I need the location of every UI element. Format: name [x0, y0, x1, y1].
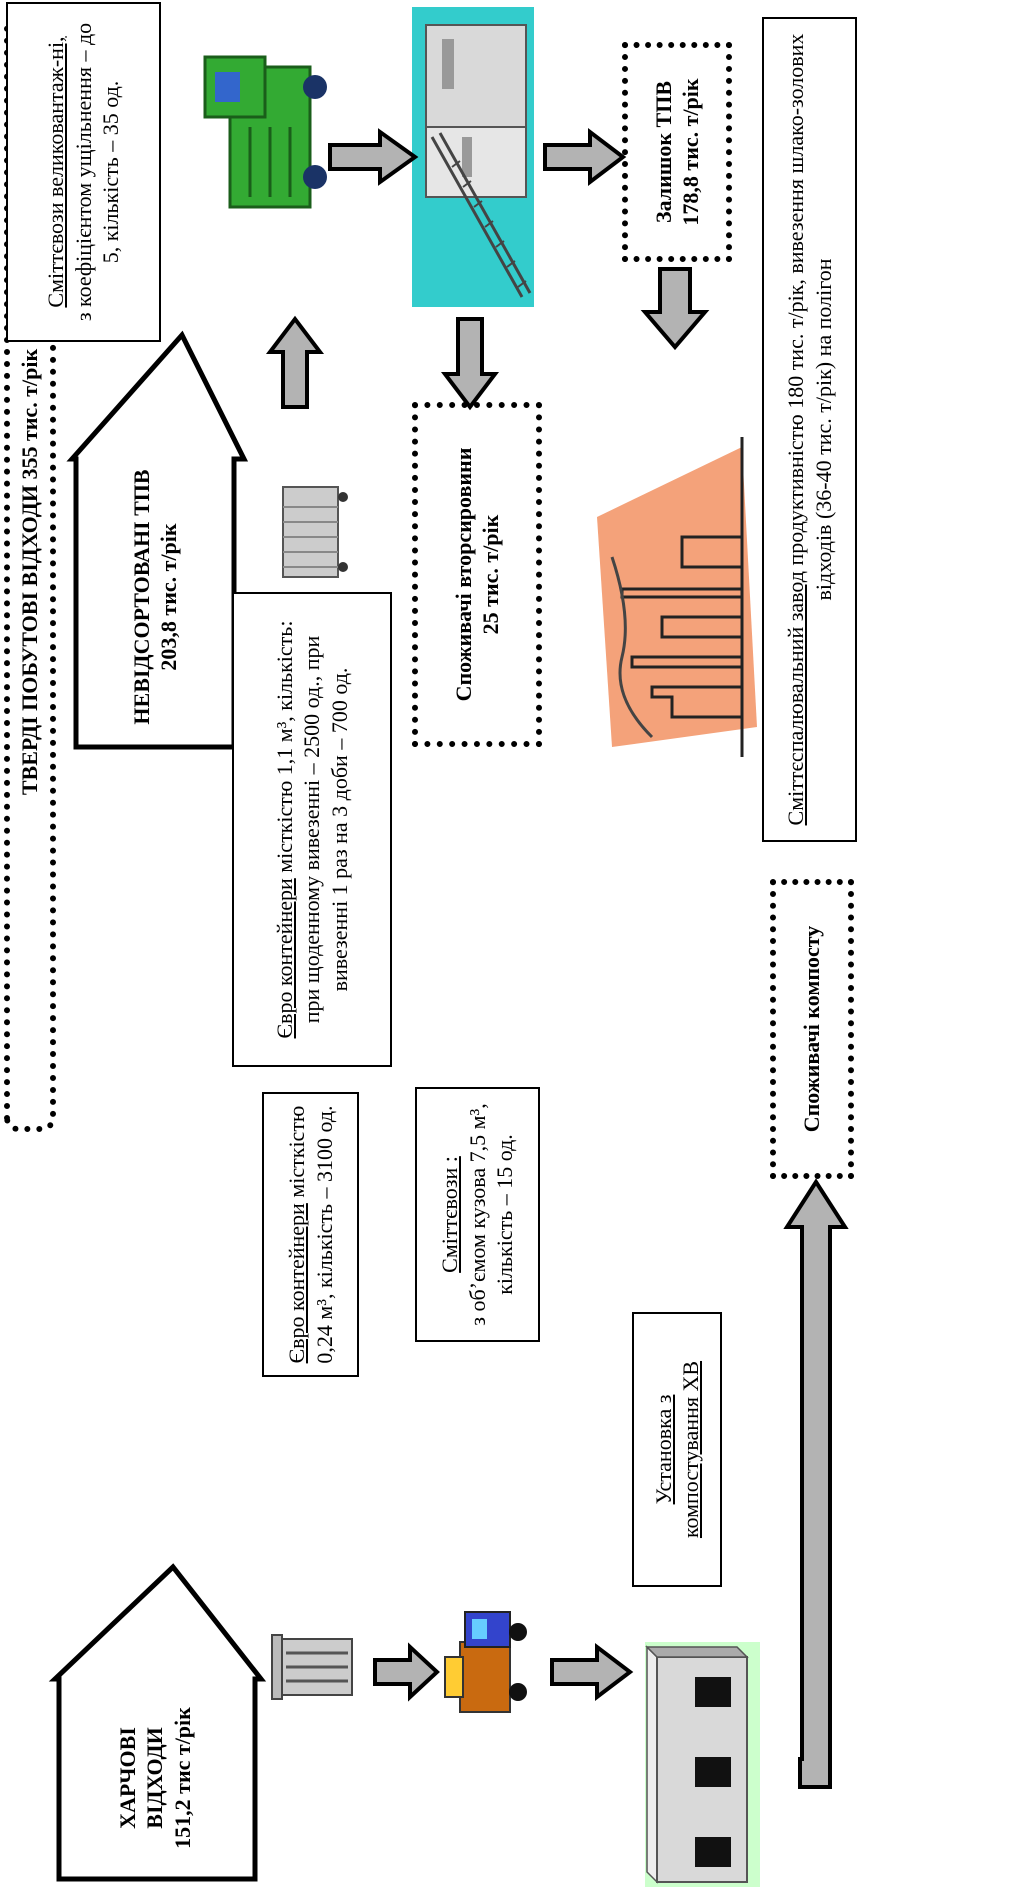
compost-consumers-title: Споживачі компосту: [799, 925, 825, 1133]
euro-large-title: Євро контейнери: [271, 878, 297, 1039]
arrow-sorting-to-residue: [543, 127, 627, 187]
trucks-large-desc: з коефіцієнтом ущільнення – до 5, кількі…: [70, 22, 124, 322]
incinerator-box: Сміттєспалювальний завод продуктивністю …: [762, 17, 857, 842]
food-arrow-shape: [48, 1563, 267, 1882]
recyclables-amount: 25 тис. т/рік: [478, 514, 503, 635]
arrow-unsorted-to-truck: [265, 315, 325, 409]
unsorted-title: НЕВІДСОРТОВАНІ ТПВ: [128, 469, 154, 725]
food-amount: 151,2 тис т/рік: [169, 1707, 195, 1849]
arrow-composting-to-consumers: [783, 1178, 849, 1789]
euro-large-box: Євро контейнери місткістю 1,1 м³, кількі…: [232, 592, 392, 1067]
composting-title: Установка з компостування ХВ: [650, 1360, 704, 1539]
garbage-truck-icon: [203, 55, 327, 209]
arrow-residue-to-incinerator: [640, 267, 710, 351]
trucks-small-box: Сміттєвози : з об’ємом кузова 7,5 м³, кі…: [415, 1087, 540, 1342]
small-truck-icon: [444, 1611, 527, 1713]
arrow-truck-to-composting: [550, 1642, 634, 1702]
residue-box: Залишок ТПВ 178,8 тис. т/рік: [622, 42, 732, 262]
incinerator-title: Сміттєспалювальний завод: [783, 571, 808, 826]
arrow-trashcan-to-truck: [373, 1642, 440, 1702]
trucks-large-title: Сміттєвози великовантаж-ні,: [43, 36, 69, 308]
trucks-small-title: Сміттєвози :: [437, 1156, 463, 1273]
food-title: ХАРЧОВІ ВІДХОДИ: [114, 1727, 168, 1829]
compost-consumers-box: Споживачі компосту: [770, 879, 854, 1179]
composting-box: Установка з компостування ХВ: [632, 1312, 722, 1587]
trucks-small-desc: з об’ємом кузова 7,5 м³, кількість – 15 …: [464, 1103, 518, 1326]
euro-small-box: Євро контейнери місткістю 0,24 м³, кільк…: [262, 1092, 359, 1377]
arrow-truck-to-sorting: [328, 128, 419, 186]
arrow-sorting-to-recyclables: [440, 317, 500, 411]
waste-container-icon: [282, 486, 348, 578]
incinerator-desc: продуктивністю 180 тис. т/рік, вивезення…: [783, 33, 836, 601]
composting-plant-icon: [645, 1645, 749, 1884]
food-label: ХАРЧОВІ ВІДХОДИ 151,2 тис т/рік: [70, 1683, 240, 1873]
trash-can-icon: [271, 1634, 353, 1700]
recyclables-box: Споживачі вторсировини 25 тис. т/рік: [412, 402, 542, 747]
recyclables-title: Споживачі вторсировини: [450, 447, 476, 702]
residue-title: Залишок ТПВ: [650, 80, 676, 224]
residue-amount: 178,8 тис. т/рік: [678, 78, 703, 226]
euro-small-title: Євро контейнери: [284, 1203, 309, 1364]
unsorted-label: НЕВІДСОРТОВАНІ ТПВ 203,8 тис. т/рік: [80, 457, 230, 737]
incinerator-plant-icon: [597, 437, 757, 757]
page-title: ТВЕРДІ ПОБУТОВІ ВІДХОДИ 355 тис. т/рік: [17, 348, 43, 796]
unsorted-amount: 203,8 тис. т/рік: [156, 523, 181, 671]
trucks-large-box: Сміттєвози великовантаж-ні, з коефіцієнт…: [6, 2, 161, 342]
sorting-plant-icon: [425, 24, 532, 298]
